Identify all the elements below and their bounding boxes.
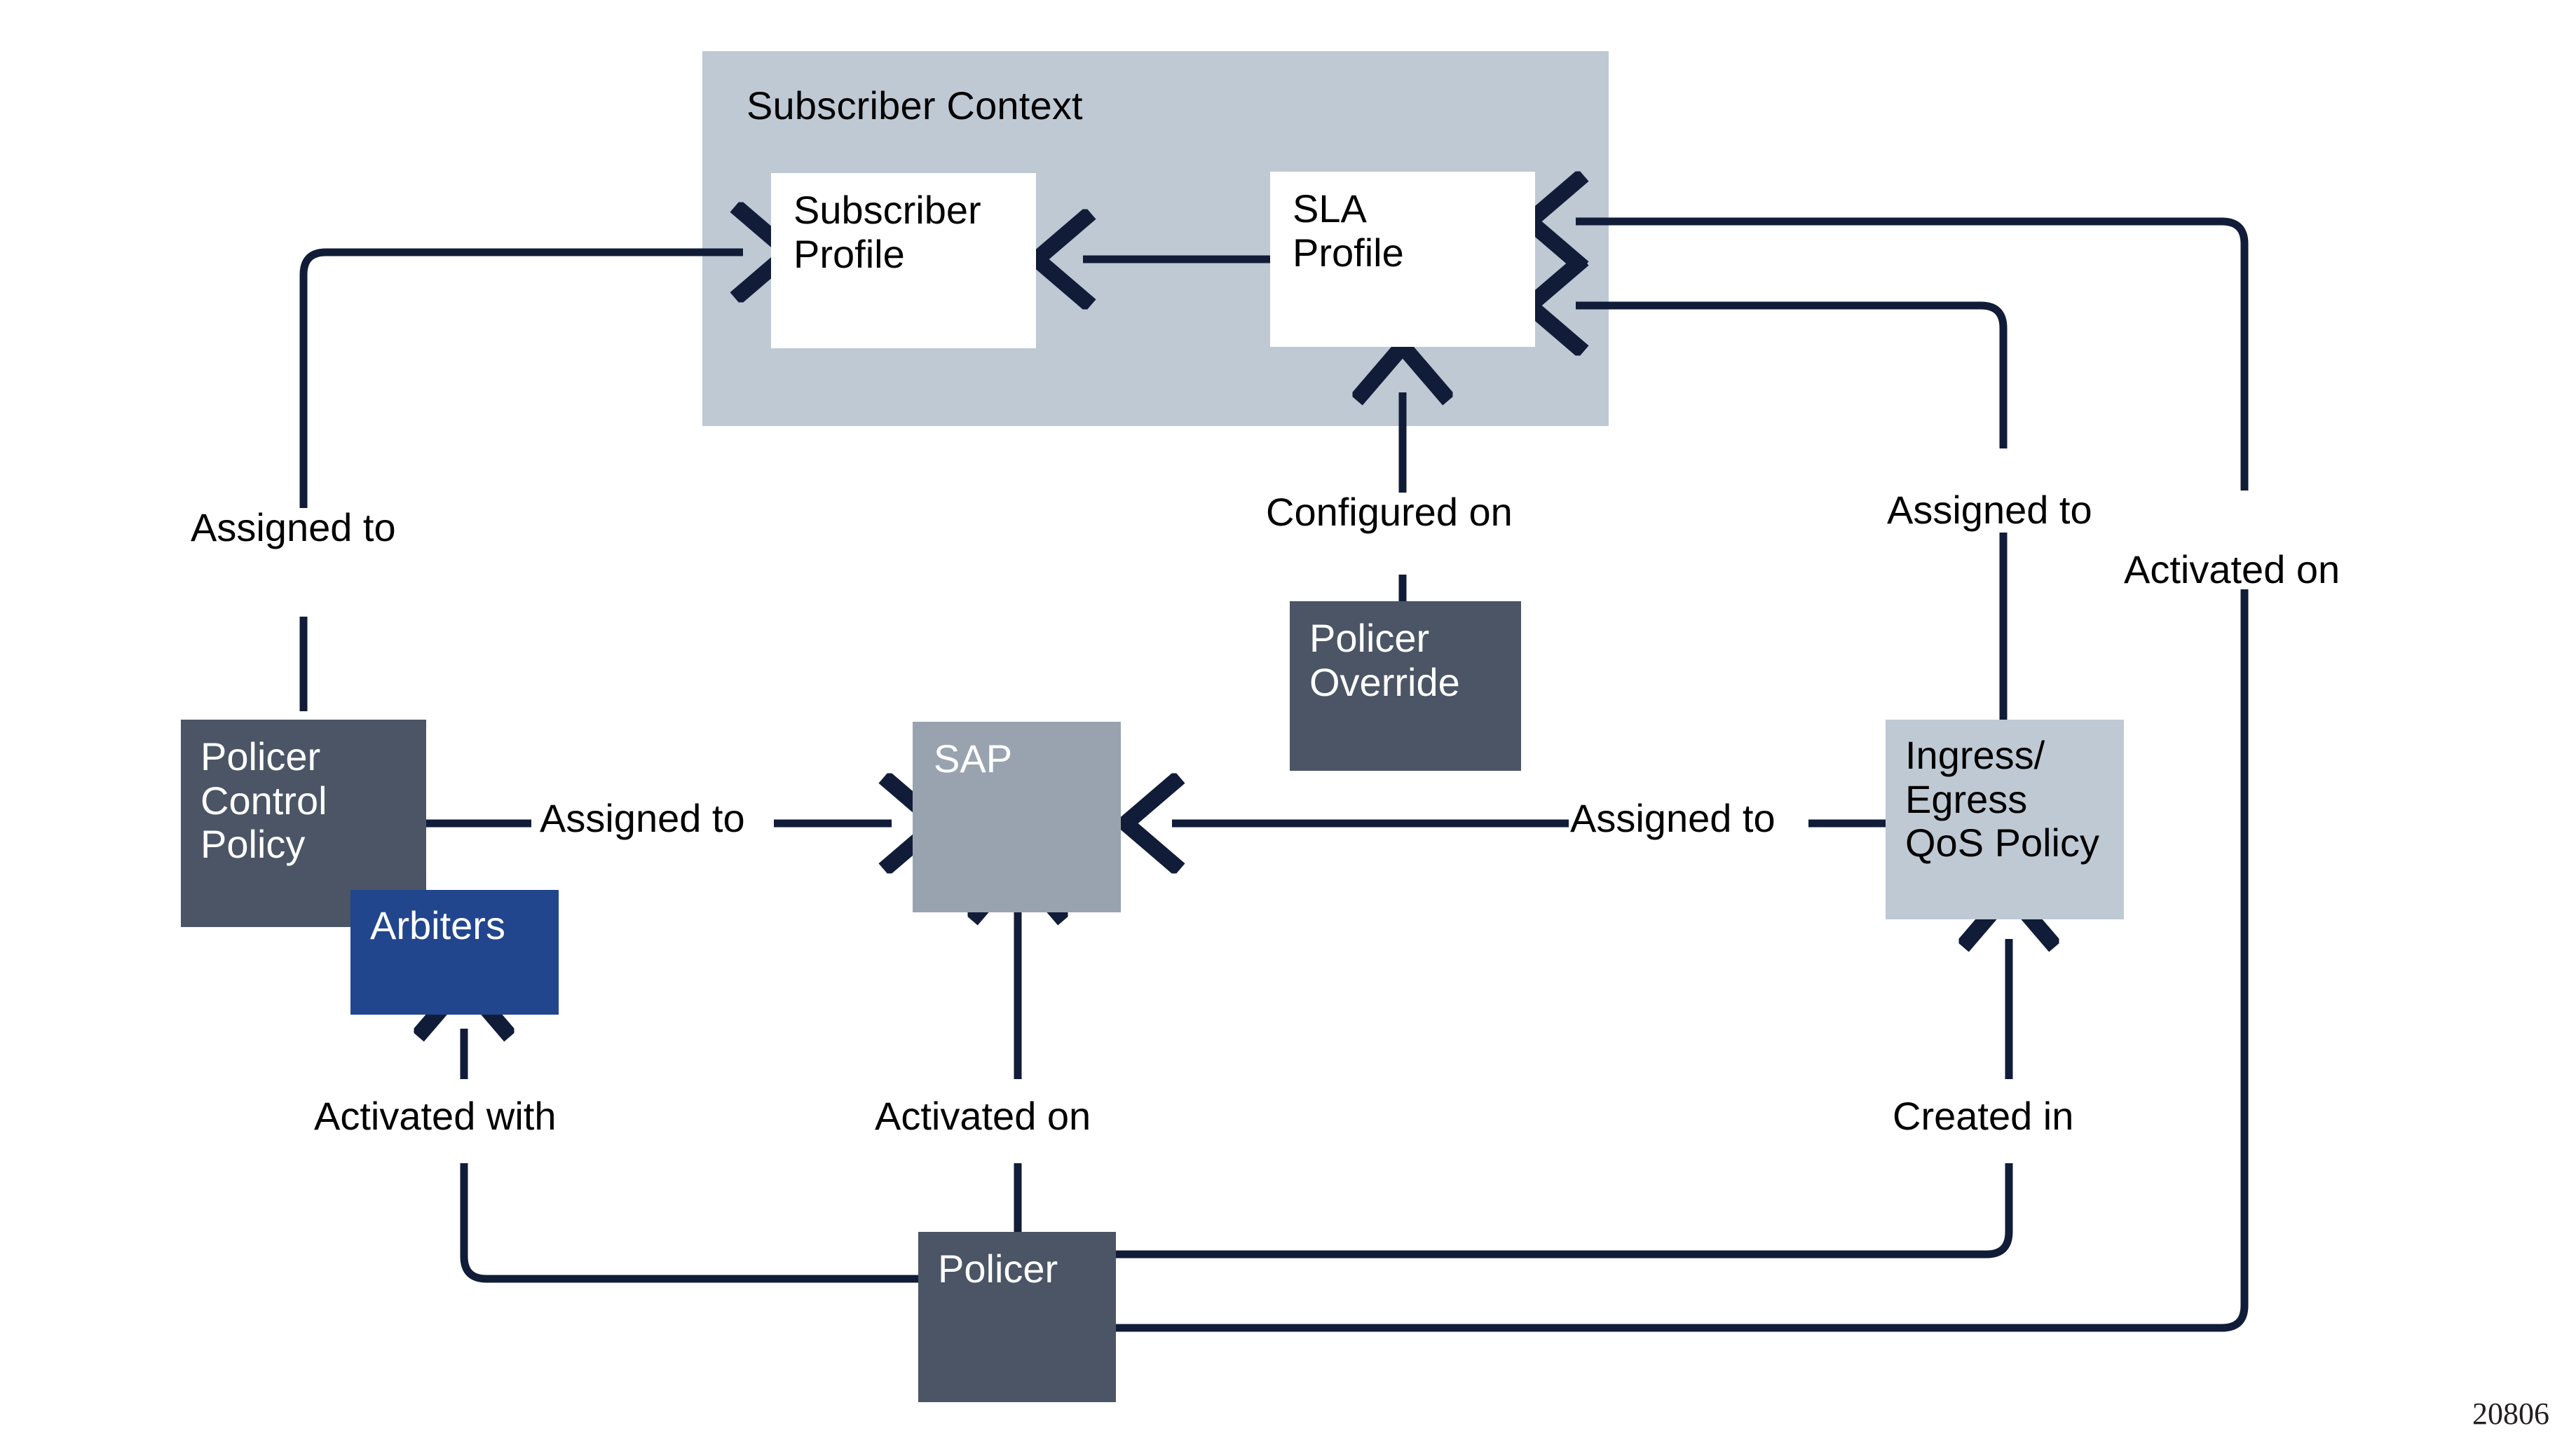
node-arbiters-label: Arbiters bbox=[370, 903, 505, 947]
subscriber-context-title: Subscriber Context bbox=[747, 83, 1083, 128]
edge-policer-to-qos-lower bbox=[1116, 1163, 2013, 1259]
edge-policer-to-sla-lower bbox=[1116, 575, 2249, 1332]
node-policer-label: Policer bbox=[938, 1247, 1058, 1291]
node-qos-policy[interactable]: Ingress/ Egress QoS Policy bbox=[1886, 720, 2124, 919]
node-sla-profile-label: SLA Profile bbox=[1293, 186, 1404, 275]
node-policer-override[interactable]: Policer Override bbox=[1290, 601, 1521, 771]
edge-label-qos-to-sla: Assigned to bbox=[1887, 488, 2092, 532]
node-policer[interactable]: Policer bbox=[918, 1232, 1116, 1402]
edge-qos-to-sla-upper bbox=[1576, 306, 2008, 448]
edge-policer-to-arbiters-lower bbox=[460, 1163, 918, 1283]
node-policer-control-policy-label: Policer Control Policy bbox=[200, 734, 327, 867]
edge-label-qos-to-sap: Assigned to bbox=[1570, 796, 1776, 840]
node-qos-policy-label: Ingress/ Egress QoS Policy bbox=[1905, 733, 2099, 865]
node-sap[interactable]: SAP bbox=[913, 722, 1121, 912]
node-policer-override-label: Policer Override bbox=[1309, 616, 1460, 704]
node-subscriber-profile-label: Subscriber Profile bbox=[793, 188, 981, 276]
edge-label-policer-to-sap: Activated on bbox=[875, 1094, 1091, 1138]
edge-label-override-to-sla: Configured on bbox=[1266, 490, 1513, 534]
edge-label-policer-to-qos: Created in bbox=[1893, 1094, 2074, 1138]
node-sap-label: SAP bbox=[934, 736, 1013, 781]
edge-label-pcp-to-subscriber-profile: Assigned to bbox=[191, 505, 396, 549]
edge-label-policer-to-arbiters: Activated with bbox=[314, 1094, 557, 1138]
node-arbiters[interactable]: Arbiters bbox=[350, 890, 559, 1015]
edge-label-policer-to-sla: Activated on bbox=[2124, 547, 2340, 591]
edge-policer-to-sla-upper bbox=[1576, 221, 2249, 491]
figure-number: 20806 bbox=[2472, 1397, 2549, 1431]
node-sla-profile[interactable]: SLA Profile bbox=[1270, 172, 1535, 347]
edge-pcp-to-subscriber-profile-upper bbox=[299, 252, 743, 533]
node-subscriber-profile[interactable]: Subscriber Profile bbox=[771, 173, 1036, 348]
edge-label-pcp-to-sap: Assigned to bbox=[540, 796, 745, 840]
